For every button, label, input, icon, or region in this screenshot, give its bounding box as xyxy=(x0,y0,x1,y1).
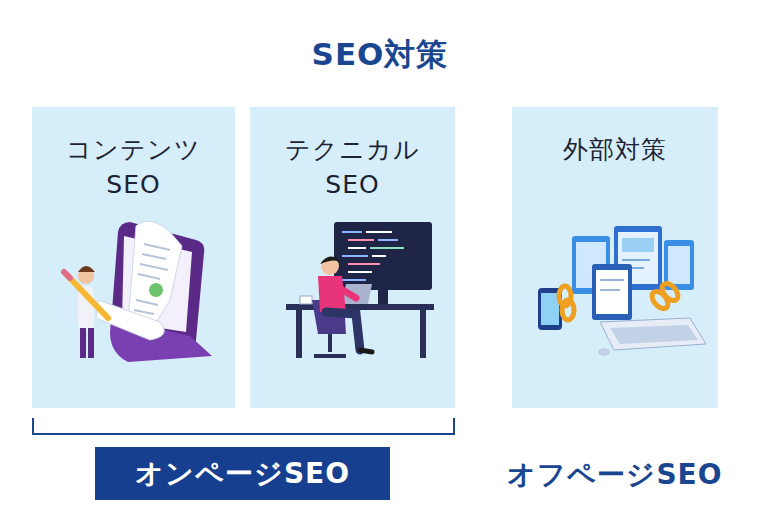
node-text: テクニカル SEO xyxy=(268,133,438,202)
node-text: 外部対策 xyxy=(530,133,700,168)
group-bracket xyxy=(33,418,454,434)
group-label-box: オンページSEO xyxy=(95,447,390,500)
category-panel: テクニカル SEO xyxy=(250,107,455,408)
category-panel: 外部対策 xyxy=(512,107,718,408)
group-label: オフページSEO xyxy=(480,456,750,494)
node-text: コンテンツ SEO xyxy=(49,133,219,202)
diagram-title: SEO対策 xyxy=(0,34,760,76)
category-panel: コンテンツ SEO xyxy=(32,107,235,408)
node-text: オンページSEO xyxy=(135,455,350,493)
